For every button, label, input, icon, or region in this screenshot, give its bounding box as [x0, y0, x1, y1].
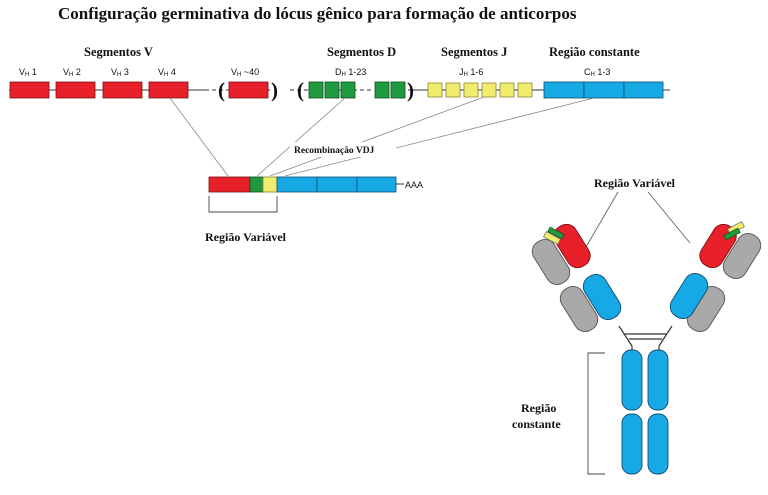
antibody-variable-label: Região Variável: [594, 176, 676, 190]
rearranged-j: [262, 176, 278, 193]
label-vh40: VH ~40: [231, 67, 259, 78]
rearranged-c1: [276, 176, 318, 193]
connector-d: [256, 97, 346, 177]
fc-right-ch2: [647, 349, 669, 411]
label-vh3: VH 3: [111, 67, 129, 78]
label-ch: CH 1-3: [584, 67, 610, 78]
c-segment-1: [543, 81, 585, 99]
fc-right-ch3: [647, 413, 669, 475]
right-light-chain-variable: [722, 232, 762, 280]
v-segment-3: [102, 81, 143, 99]
d-segment-22: [374, 81, 390, 99]
label-vh4: VH 4: [158, 67, 176, 78]
fc-left-ch3: [621, 413, 643, 475]
j-segment-5: [499, 82, 515, 98]
rearranged-d: [249, 176, 264, 193]
d-segment-3: [340, 81, 356, 99]
label-jh: JH 1-6: [459, 67, 483, 78]
left-d-segment: [547, 226, 565, 240]
connector-c: [284, 97, 595, 177]
right-d-segment: [723, 227, 741, 241]
label-vh1: VH 1: [19, 67, 37, 78]
left-light-chain-variable: [531, 238, 571, 286]
constant-region-bracket: [587, 352, 605, 475]
right-hinge: [658, 325, 673, 347]
rearranged-v: [208, 176, 251, 193]
c-segment-3: [623, 81, 664, 99]
rearranged-c3: [356, 176, 397, 193]
header-v-segments: Segmentos V: [84, 45, 153, 59]
antibody-illustration: Região Variável Região cons: [512, 176, 762, 475]
j-segment-3: [463, 82, 479, 98]
bracket-close-v40: ): [271, 78, 278, 102]
label-vh2: VH 2: [63, 67, 81, 78]
poly-a-tail: AAA: [405, 180, 423, 190]
d-segment-2: [324, 81, 340, 99]
connector-j: [269, 96, 485, 177]
c-segment-2: [583, 81, 625, 99]
v-segment-2: [55, 81, 96, 99]
variable-region-label: Região Variável: [205, 230, 287, 244]
right-heavy-chain-constant: [669, 272, 709, 320]
header-j-segments: Segmentos J: [441, 45, 507, 59]
left-j-segment: [543, 231, 561, 245]
connector-v: [169, 97, 229, 177]
j-segment-2: [445, 82, 461, 98]
diagram-title: Configuração germinativa do lócus gênico…: [58, 4, 577, 23]
bracket-open-v40: (: [218, 78, 225, 102]
recombination-label-bg: [290, 142, 396, 157]
constant-region-label-line2: constante: [512, 417, 561, 431]
d-segment-1: [308, 81, 324, 99]
variable-region-bracket: [208, 196, 278, 213]
left-hinge: [618, 325, 633, 347]
pointer-left-variable: [585, 191, 619, 248]
left-heavy-chain-constant: [582, 273, 622, 321]
left-light-chain-constant: [559, 285, 599, 333]
constant-region-label-line1: Região: [521, 401, 556, 415]
d-segment-23: [390, 81, 406, 99]
bracket-open-d: (: [297, 78, 304, 102]
bracket-close-d: ): [407, 78, 414, 102]
v-segment-40: [228, 81, 269, 99]
fc-left-ch2: [621, 349, 643, 411]
label-dh: DH 1-23: [335, 67, 366, 78]
pointer-right-variable: [647, 191, 691, 244]
rearranged-c2: [316, 176, 358, 193]
header-constant-region: Região constante: [549, 45, 640, 59]
j-segment-6: [517, 82, 533, 98]
recombination-label: Recombinação VDJ: [294, 146, 375, 156]
j-segment-4: [481, 82, 497, 98]
v-segment-1: [9, 81, 50, 99]
header-d-segments: Segmentos D: [327, 45, 396, 59]
j-segment-1: [427, 82, 443, 98]
v-segment-4: [148, 81, 189, 99]
